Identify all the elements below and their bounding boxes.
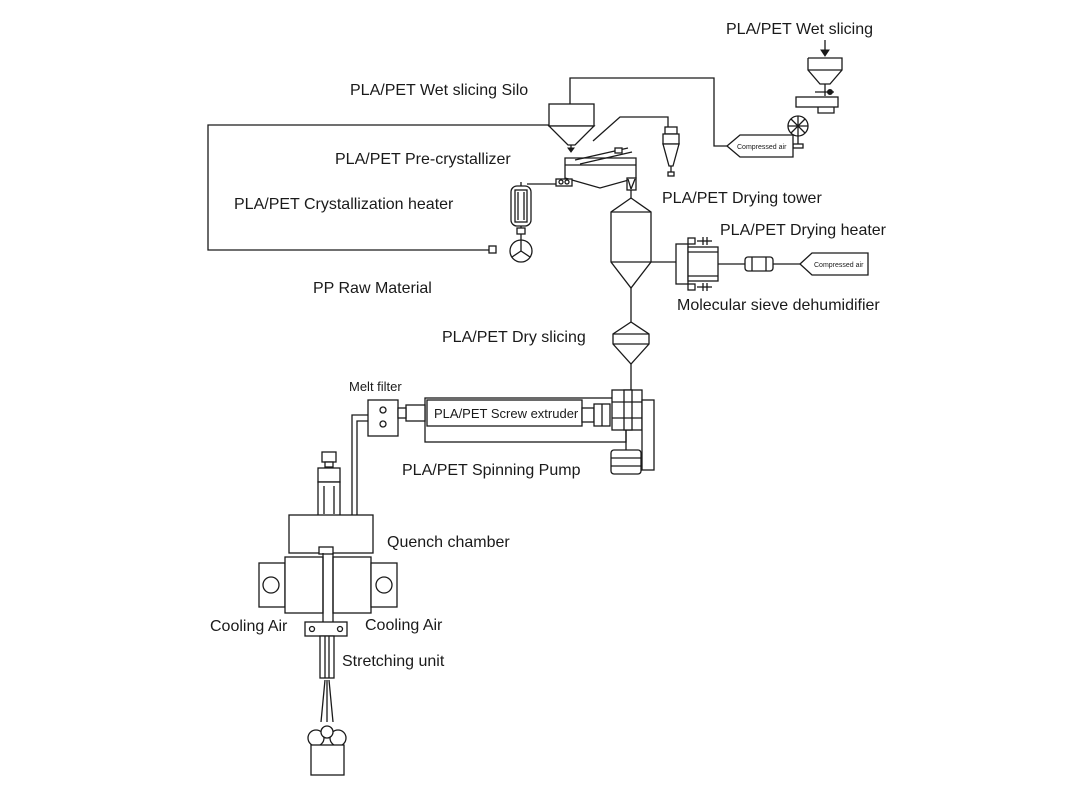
labels: PLA/PET Wet slicing PLA/PET Wet slicing … [210,21,887,670]
spinning-pump-label: PLA/PET Spinning Pump [402,462,581,479]
dry-slicing-label: PLA/PET Dry slicing [442,329,586,346]
blower [488,239,533,263]
compressed-air-label-2: Compressed air [814,262,864,269]
compressed-air-label-1: Compressed air [737,144,787,151]
dry-slicing-hopper [612,321,650,365]
drying-heater [744,256,774,272]
quench-chamber-label: Quench chamber [387,534,510,551]
cooling-air-units [258,553,398,625]
stretching-unit-label: Stretching unit [342,653,445,670]
melt-pipe-inner [356,420,368,515]
melt-filter [367,399,426,437]
pre-crystallizer [555,147,637,191]
wet-slicing-silo-label: PLA/PET Wet slicing Silo [350,82,528,99]
winder [307,725,347,776]
stretching-unit [304,621,348,723]
cooling-air-right-label: Cooling Air [365,617,443,634]
return-loop-pipe [207,124,549,251]
screw-extruder: PLA/PET Screw extruder [424,389,655,471]
compressed-air-inlet-1: Compressed air [725,134,794,158]
drying-heater-label: PLA/PET Drying heater [720,222,887,239]
screw-extruder-label: PLA/PET Screw extruder [434,406,579,421]
pp-raw-material-label: PP Raw Material [313,280,432,297]
crystallization-heater-label: PLA/PET Crystallization heater [234,196,454,213]
quench-chamber [288,514,374,555]
crystallization-heater [510,185,532,235]
wet-slicing-silo [547,103,596,153]
drying-tower-label: PLA/PET Drying tower [662,190,822,207]
feed-line-pipe [569,77,727,147]
melt-filter-label: Melt filter [349,379,402,394]
cyclone [662,126,680,177]
molecular-sieve-dehumidifier [675,237,719,291]
cooling-air-left-label: Cooling Air [210,618,288,635]
pre-crystallizer-label: PLA/PET Pre-crystallizer [335,151,511,168]
melt-pipe-outer [351,414,368,515]
spin-beam [317,451,341,519]
compressed-air-inlet-2: Compressed air [799,252,869,276]
cyclone-line-pipe [592,116,669,142]
wet-slicing-feeder [787,40,843,149]
molecular-sieve-label: Molecular sieve dehumidifier [677,297,880,314]
wet-slicing-label: PLA/PET Wet slicing [726,21,873,38]
drying-tower [610,197,652,290]
spinning-pump [610,449,642,475]
